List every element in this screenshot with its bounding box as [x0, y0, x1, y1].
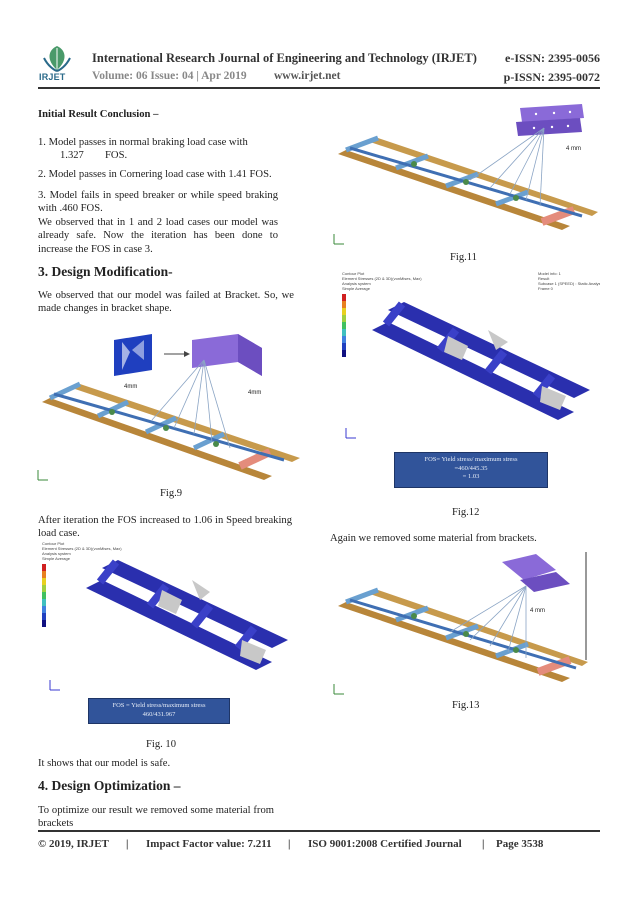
fig12-fos-box: FOS= Yield stress/ maximum stress =460/4… — [394, 452, 548, 488]
footer-iso: ISO 9001:2008 Certified Journal — [308, 838, 462, 850]
fig9-label-b: 4mm — [248, 390, 262, 396]
footer-page: Page 3538 — [496, 838, 544, 850]
footer-rule — [38, 830, 600, 832]
svg-text:Model info: 1: Model info: 1 — [538, 271, 562, 276]
svg-text:Analysis system: Analysis system — [342, 281, 371, 286]
logo-text: IRJET — [39, 72, 66, 82]
again-text: Again we removed some material from brac… — [330, 533, 537, 544]
header-rule — [38, 87, 600, 89]
svg-text:Simple Average: Simple Average — [342, 286, 371, 291]
footer-sep-3: | — [482, 838, 485, 850]
fig12-fos-line3: = 1.03 — [462, 473, 480, 481]
footer-sep-1: | — [126, 838, 129, 850]
fig11-caption: Fig.11 — [450, 252, 477, 263]
svg-text:Frame 0: Frame 0 — [538, 286, 554, 291]
svg-text:Contour Plot: Contour Plot — [42, 541, 65, 546]
fig10-legend: Contour Plot Element Stresses (2D & 3D)(… — [42, 541, 122, 627]
figure-11: 4 mm — [330, 104, 598, 252]
svg-text:Analysis system: Analysis system — [42, 551, 71, 556]
fig13-label: 4 mm — [530, 608, 545, 614]
fig10-contour-plot: Contour Plot Element Stresses (2D & 3D)(… — [42, 541, 288, 691]
conclusion-item-3: 3. Model fails in speed breaker or while… — [38, 190, 278, 215]
fig9-label-a: 4mm — [124, 384, 138, 390]
figure-13: 4 mm — [330, 550, 600, 700]
fig12-caption: Fig.12 — [452, 507, 480, 518]
fig10-fos-box: FOS = Yield stress/maximum stress 460/43… — [88, 698, 230, 724]
journal-website: www.irjet.net — [274, 70, 341, 82]
fig12-fos-line1: FOS= Yield stress/ maximum stress — [424, 456, 518, 463]
footer-copyright: © 2019, IRJET — [38, 838, 109, 850]
e-issn: e-ISSN: 2395-0056 — [505, 51, 600, 65]
svg-text:Element Stresses (2D & 3D)(von: Element Stresses (2D & 3D)(vonMises, Max… — [42, 546, 122, 551]
fig11-label: 4 mm — [566, 146, 581, 152]
conclusion-title: Initial Result Conclusion – — [38, 109, 159, 120]
fig13-bracket-bottom — [520, 572, 570, 592]
footer-sep-2: | — [288, 838, 291, 850]
fig13-bracket-top — [502, 554, 556, 580]
fig13-caption: Fig.13 — [452, 700, 480, 711]
conclusion-item-1b: 1.327 FOS. — [60, 150, 128, 161]
safe-text: It shows that our model is safe. — [38, 758, 171, 769]
conclusion-summary: We observed that in 1 and 2 load cases o… — [38, 217, 278, 255]
fig12-fos-line2: =460/445.35 — [454, 464, 488, 472]
svg-text:Contour Plot: Contour Plot — [342, 271, 365, 276]
fig11-bracket-bottom — [516, 118, 582, 136]
optimization-text: To optimize our result we removed some m… — [38, 805, 274, 830]
section-4-heading: 4. Design Optimization – — [38, 778, 181, 793]
svg-text:Subcase 1 (SPEED) : Static Ana: Subcase 1 (SPEED) : Static Analysis — [538, 281, 600, 286]
journal-title: International Research Journal of Engine… — [92, 51, 477, 65]
svg-text:Result: Result — [538, 276, 550, 281]
figure-9: 4mm 4mm — [34, 320, 304, 490]
fig11-bracket-top — [520, 104, 584, 122]
fig10-fos-line1: FOS = Yield stress/maximum stress — [112, 702, 206, 709]
fig9-bracket-old — [114, 334, 152, 376]
fig10-fos-line2: 460/431.967 — [142, 710, 176, 718]
svg-text:Element Stresses (2D & 3D)(von: Element Stresses (2D & 3D)(vonMises, Max… — [342, 276, 422, 281]
footer-impact: Impact Factor value: 7.211 — [146, 838, 272, 850]
section-3-heading: 3. Design Modification- — [38, 264, 173, 279]
page-header: IRJET International Research Journal of … — [38, 44, 600, 88]
fig11-frame-drawing — [333, 104, 598, 245]
fig9-caption: Fig.9 — [160, 488, 183, 499]
irjet-logo: IRJET — [38, 44, 76, 88]
fig13-frame-drawing — [333, 552, 588, 695]
after-iteration-text: After iteration the FOS increased to 1.0… — [38, 515, 292, 540]
svg-text:Simple Average: Simple Average — [42, 556, 71, 561]
volume-issue: Volume: 06 Issue: 04 | Apr 2019 — [92, 70, 247, 82]
fig12-contour-plot: Contour Plot Element Stresses (2D & 3D)(… — [342, 271, 603, 439]
conclusion-item-2: 2. Model passes in Cornering load case w… — [38, 169, 272, 180]
conclusion-item-1a: 1. Model passes in normal braking load c… — [38, 137, 248, 148]
logo-leaf-icon — [43, 46, 71, 72]
modification-text: We observed that our model was failed at… — [38, 290, 294, 315]
fig10-caption: Fig. 10 — [146, 739, 177, 750]
figure-12: Contour Plot Element Stresses (2D & 3D)(… — [338, 270, 603, 494]
fig9-frame-drawing — [37, 334, 300, 481]
fig12-legend: Contour Plot Element Stresses (2D & 3D)(… — [342, 271, 603, 357]
figure-10: Contour Plot Element Stresses (2D & 3D)(… — [42, 540, 302, 736]
p-issn: p-ISSN: 2395-0072 — [503, 70, 600, 84]
